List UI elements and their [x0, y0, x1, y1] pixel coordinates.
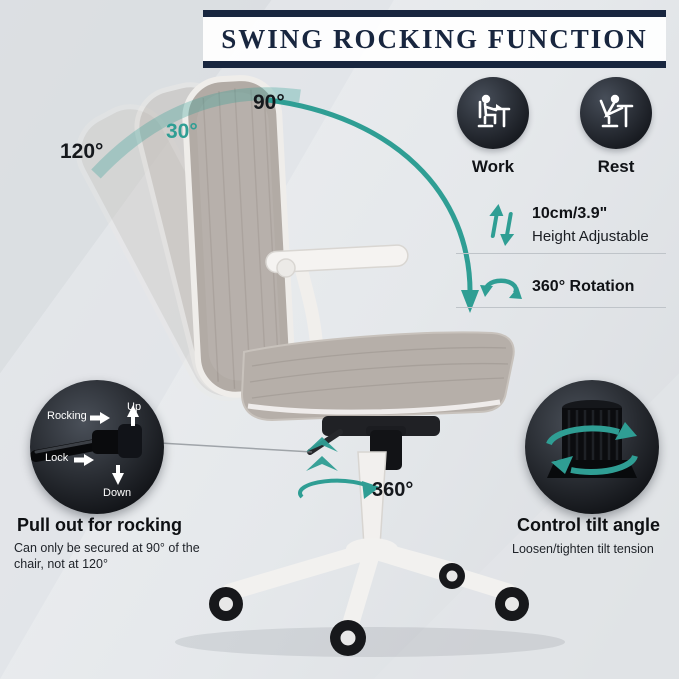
page-title: SWING ROCKING FUNCTION: [221, 24, 648, 54]
person-working-icon: [477, 94, 511, 128]
divider: [456, 307, 666, 308]
angle-label-360: 360°: [372, 479, 414, 501]
knob-graphic: [546, 400, 638, 478]
rotation-label: 360° Rotation: [532, 278, 635, 295]
work-icon: [457, 77, 529, 149]
angle-label-30: 30°: [166, 120, 198, 143]
lever-label-down: Down: [103, 487, 132, 499]
header-banner: SWING ROCKING FUNCTION: [203, 10, 666, 68]
lever-graphic: [30, 405, 142, 485]
height-value: 10cm/3.9": [532, 205, 608, 222]
person-resting-icon: [599, 94, 634, 128]
divider: [456, 253, 666, 254]
rocking-lever-photo: [30, 380, 164, 514]
seat: [240, 331, 515, 422]
tilt-mechanism: [159, 416, 440, 470]
floor-shadow: [175, 627, 565, 657]
height-label: Height Adjustable: [532, 228, 649, 245]
rocking-desc-line2: chair, not at 120°: [14, 557, 108, 571]
lever-label-up: Up: [127, 401, 142, 413]
base-hub: [346, 538, 398, 560]
rotation-icon: [477, 269, 525, 308]
height-adjust-icon: [482, 201, 524, 254]
angle-label-120: 120°: [60, 140, 104, 163]
lever-label-rocking: Rocking: [47, 410, 87, 422]
work-label: Work: [471, 157, 515, 176]
rest-icon: [580, 77, 652, 149]
rest-label: Rest: [597, 157, 635, 176]
lever-label-lock: Lock: [45, 452, 69, 464]
rocking-title: Pull out for rocking: [17, 515, 182, 535]
tilt-knob-photo: [525, 380, 659, 514]
angle-label-90: 90°: [253, 91, 285, 114]
rocking-desc-line1: Can only be secured at 90° of the: [14, 541, 200, 555]
tilt-title: Control tilt angle: [517, 515, 660, 535]
tilt-desc: Loosen/tighten tilt tension: [512, 542, 654, 556]
